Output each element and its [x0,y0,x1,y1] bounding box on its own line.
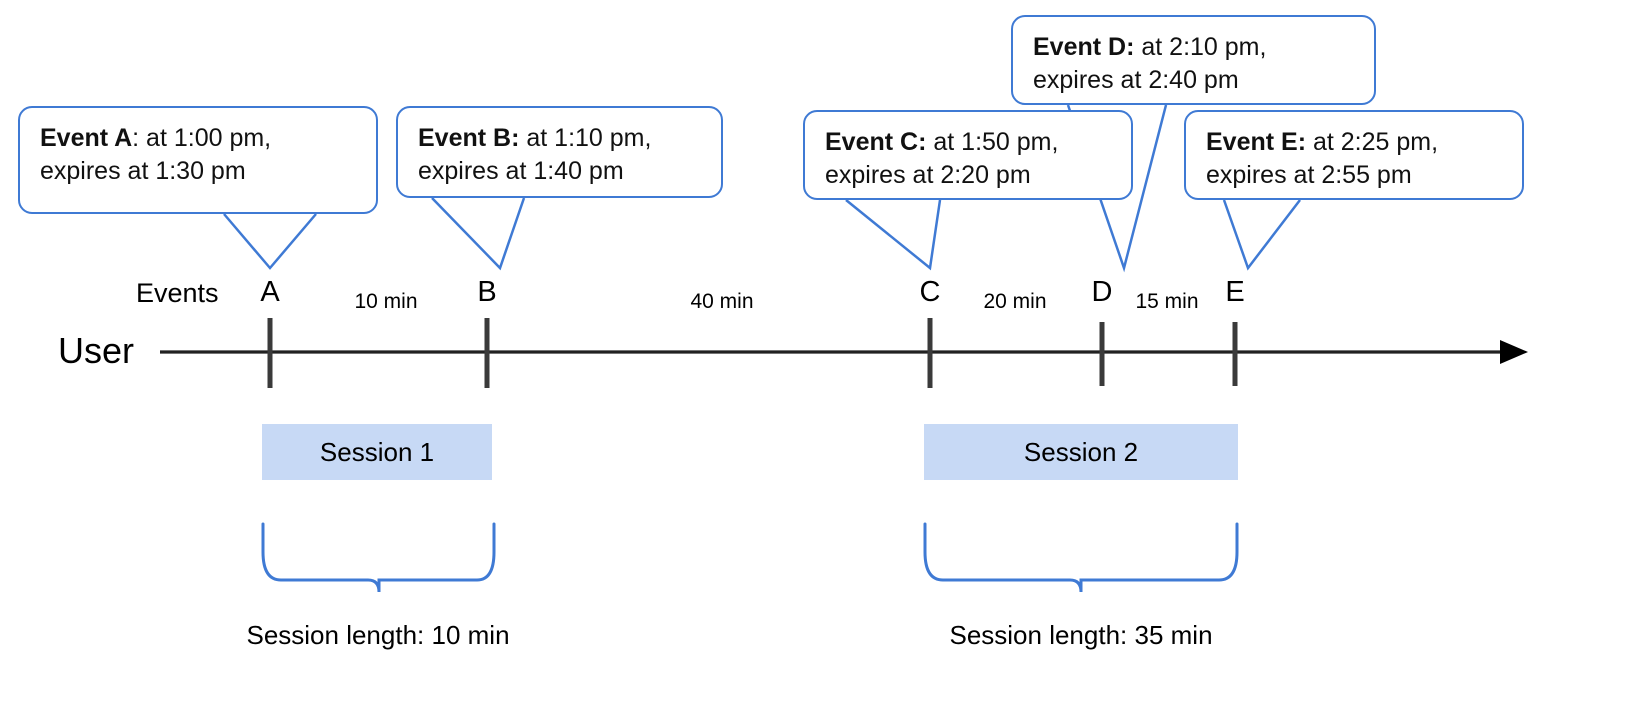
gap-label-de: 15 min [1135,290,1199,313]
tick-label-a: A [260,276,280,308]
callout-event-e-line1: at 2:25 pm, [1306,128,1439,156]
tick-label-b: B [477,276,497,308]
callout-event-c-title: Event C [825,128,919,156]
callout-tail-e [1222,199,1301,271]
brace-session-1 [261,522,496,593]
callout-event-d-title: Event D [1033,33,1127,61]
callout-event-b-line2: expires at 1:40 pm [418,156,624,185]
callout-event-b-title: Event B [418,124,512,152]
callout-event-c-line1: at 1:50 pm, [926,128,1059,156]
callout-event-a-line2: expires at 1:30 pm [40,156,246,185]
brace-session-2 [923,522,1239,593]
tick-label-c: C [919,276,941,308]
session-length-caption-2: Session length: 35 min [949,620,1213,650]
callout-event-a[interactable]: Event A: at 1:00 pm, expires at 1:30 pm [18,106,378,214]
gap-label-ab: 10 min [354,290,418,313]
callout-event-d-sep: : [1126,33,1135,61]
callout-event-e[interactable]: Event E: at 2:25 pm, expires at 2:55 pm [1184,110,1524,200]
axis-arrowhead-icon [1500,340,1528,364]
axis-name-user: User [58,330,135,371]
session-length-caption-1: Session length: 10 min [246,620,510,650]
callout-event-e-sep: : [1297,128,1307,156]
callout-event-b[interactable]: Event B: at 1:10 pm, expires at 1:40 pm [396,106,723,198]
callout-event-a-title: Event A [40,124,133,152]
callout-tail-a [223,213,317,270]
callout-event-c[interactable]: Event C: at 1:50 pm, expires at 2:20 pm [803,110,1133,200]
callout-event-e-line2: expires at 2:55 pm [1206,160,1412,189]
events-row-label: Events [136,278,219,308]
callout-event-d-line1: at 2:10 pm, [1134,33,1267,61]
session-box-2-label: Session 2 [1023,436,1139,467]
callout-event-a-sep: : [132,124,140,152]
callout-event-c-line2: expires at 2:20 pm [825,160,1031,189]
callout-event-b-sep: : [511,124,520,152]
tick-label-e: E [1225,276,1245,308]
callout-event-c-sep: : [918,128,927,156]
callout-event-b-line1: at 1:10 pm, [519,124,652,152]
tick-label-d: D [1091,276,1113,308]
callout-event-a-line1: at 1:00 pm, [139,124,272,152]
callout-event-d[interactable]: Event D: at 2:10 pm, expires at 2:40 pm [1011,15,1376,105]
callout-event-d-line2: expires at 2:40 pm [1033,65,1239,94]
gap-label-cd: 20 min [983,290,1047,313]
callout-tail-c [845,199,942,271]
callout-tail-b [431,197,526,271]
gap-label-bc: 40 min [690,290,754,313]
callout-event-e-title: Event E [1206,128,1298,156]
session-box-2[interactable]: Session 2 [924,424,1238,480]
session-box-1[interactable]: Session 1 [262,424,492,480]
session-box-1-label: Session 1 [319,436,435,467]
